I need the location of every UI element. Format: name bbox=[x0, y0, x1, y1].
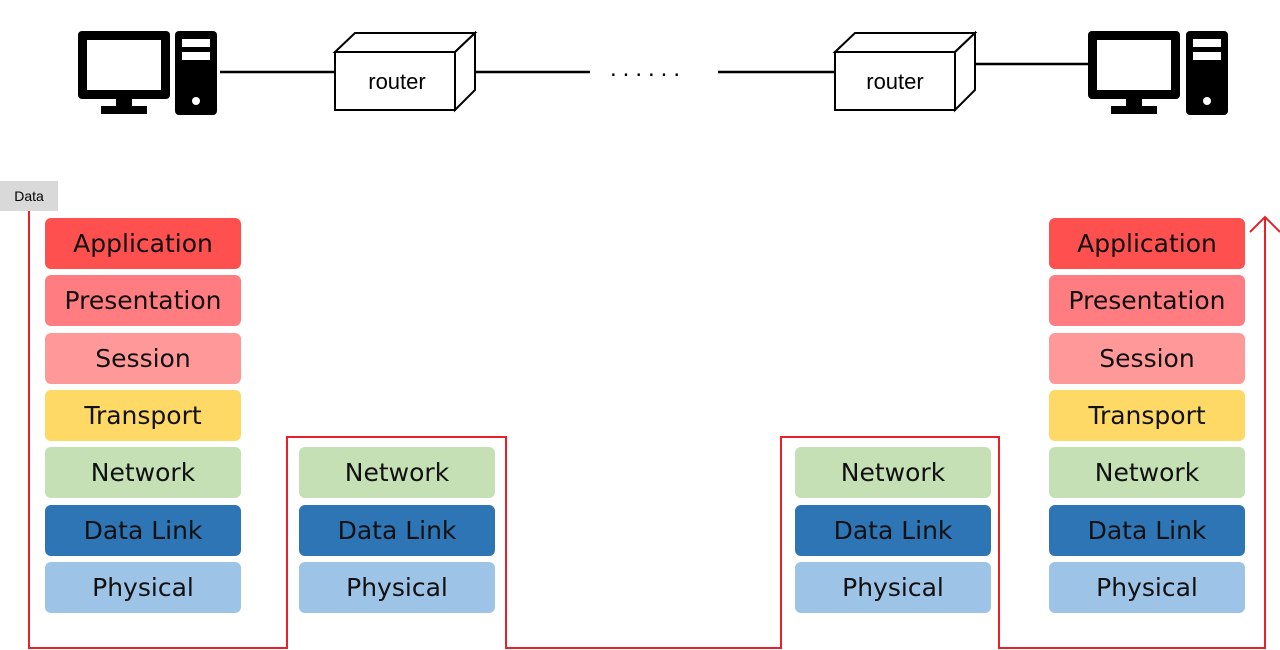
sender-layer-data-link: Data Link bbox=[45, 505, 241, 556]
receiver-layer-session: Session bbox=[1049, 333, 1245, 384]
receiver-layer-transport: Transport bbox=[1049, 390, 1245, 441]
data-tag: Data bbox=[0, 181, 58, 211]
sender-layer-presentation: Presentation bbox=[45, 275, 241, 326]
router1-layer-physical: Physical bbox=[299, 562, 495, 613]
receiver-layer-network: Network bbox=[1049, 447, 1245, 498]
router-right-label: router bbox=[866, 69, 923, 94]
receiver-layer-physical: Physical bbox=[1049, 562, 1245, 613]
router2-layer-network: Network bbox=[795, 447, 991, 498]
sender-layer-application: Application bbox=[45, 218, 241, 269]
right-computer-icon bbox=[1088, 31, 1228, 115]
router-left-label: router bbox=[368, 69, 425, 94]
flow-arrowhead-icon bbox=[1249, 215, 1280, 233]
receiver-layer-application: Application bbox=[1049, 218, 1245, 269]
sender-layer-physical: Physical bbox=[45, 562, 241, 613]
ellipsis: ...... bbox=[610, 55, 686, 82]
router2-layer-data-link: Data Link bbox=[795, 505, 991, 556]
router1-layer-data-link: Data Link bbox=[299, 505, 495, 556]
data-label: Data bbox=[14, 188, 44, 204]
sender-layer-session: Session bbox=[45, 333, 241, 384]
sender-layer-transport: Transport bbox=[45, 390, 241, 441]
router2-layer-physical: Physical bbox=[795, 562, 991, 613]
receiver-layer-presentation: Presentation bbox=[1049, 275, 1245, 326]
router-left-icon: router bbox=[332, 30, 478, 113]
left-computer-icon bbox=[78, 31, 217, 115]
network-topology: ...... router router bbox=[78, 30, 1228, 115]
receiver-layer-data-link: Data Link bbox=[1049, 505, 1245, 556]
router-right-icon: router bbox=[832, 30, 978, 113]
sender-layer-network: Network bbox=[45, 447, 241, 498]
router1-layer-network: Network bbox=[299, 447, 495, 498]
